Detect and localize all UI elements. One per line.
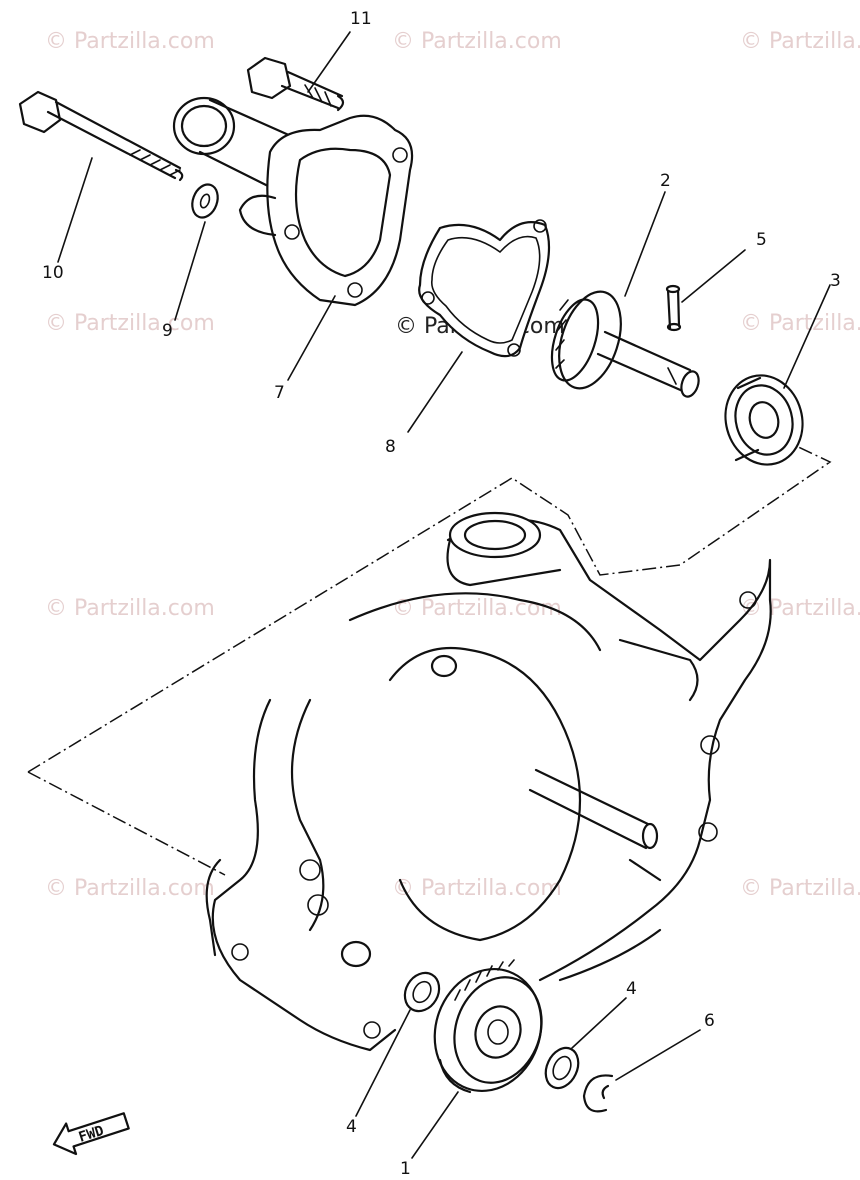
watermark: © Partzilla.com bbox=[740, 596, 860, 621]
callout-10: 10 bbox=[42, 263, 64, 283]
watermark: © Partzilla.com bbox=[740, 29, 860, 54]
watermark: © Partzilla.com bbox=[740, 876, 860, 901]
callout-3: 3 bbox=[830, 271, 841, 291]
watermark: © Partzilla.com bbox=[45, 29, 215, 54]
cover-gasket bbox=[418, 219, 551, 358]
watermark: © Partzilla.com bbox=[392, 596, 562, 621]
callout-4: 4 bbox=[626, 979, 637, 999]
crankcase bbox=[205, 511, 772, 1052]
assembly-outline-lower bbox=[27, 771, 226, 876]
washer-left bbox=[403, 971, 441, 1013]
watermarks: © Partzilla.com © Partzilla.com © Partzi… bbox=[45, 29, 860, 901]
callout-8: 8 bbox=[385, 437, 396, 457]
callout-11: 11 bbox=[350, 9, 372, 29]
forward-arrow-icon: FWD bbox=[52, 1112, 130, 1156]
watermark: © Partzilla.com bbox=[45, 311, 215, 336]
watermark: © Partzilla.com bbox=[392, 29, 562, 54]
assembly-outline bbox=[27, 442, 832, 773]
callout-6: 6 bbox=[704, 1011, 715, 1031]
bearing bbox=[724, 374, 804, 466]
circlip bbox=[582, 1074, 614, 1113]
callout-4: 4 bbox=[346, 1117, 357, 1137]
washer-right bbox=[544, 1046, 580, 1090]
impeller-gear bbox=[433, 959, 543, 1094]
watermark: © Partzilla.com bbox=[45, 876, 215, 901]
watermark: © Partzilla.com bbox=[45, 596, 215, 621]
callout-7: 7 bbox=[274, 383, 285, 403]
callout-5: 5 bbox=[756, 230, 767, 250]
bolt-long bbox=[18, 90, 184, 182]
washer bbox=[191, 183, 219, 219]
impeller-shaft bbox=[550, 290, 700, 398]
direction-label: FWD bbox=[77, 1123, 106, 1146]
bolt-short bbox=[246, 56, 345, 112]
watermark: © Partzilla.com bbox=[392, 876, 562, 901]
watermark: © Partzilla.com bbox=[740, 311, 860, 336]
callout-9: 9 bbox=[162, 321, 173, 341]
callout-1: 1 bbox=[400, 1159, 411, 1179]
callouts: 11 10 9 7 8 2 5 3 4 1 4 6 bbox=[42, 9, 841, 1179]
leader-lines bbox=[57, 31, 831, 1159]
shaft-pin bbox=[665, 284, 682, 332]
callout-2: 2 bbox=[660, 171, 671, 191]
water-pump-cover bbox=[172, 96, 414, 307]
